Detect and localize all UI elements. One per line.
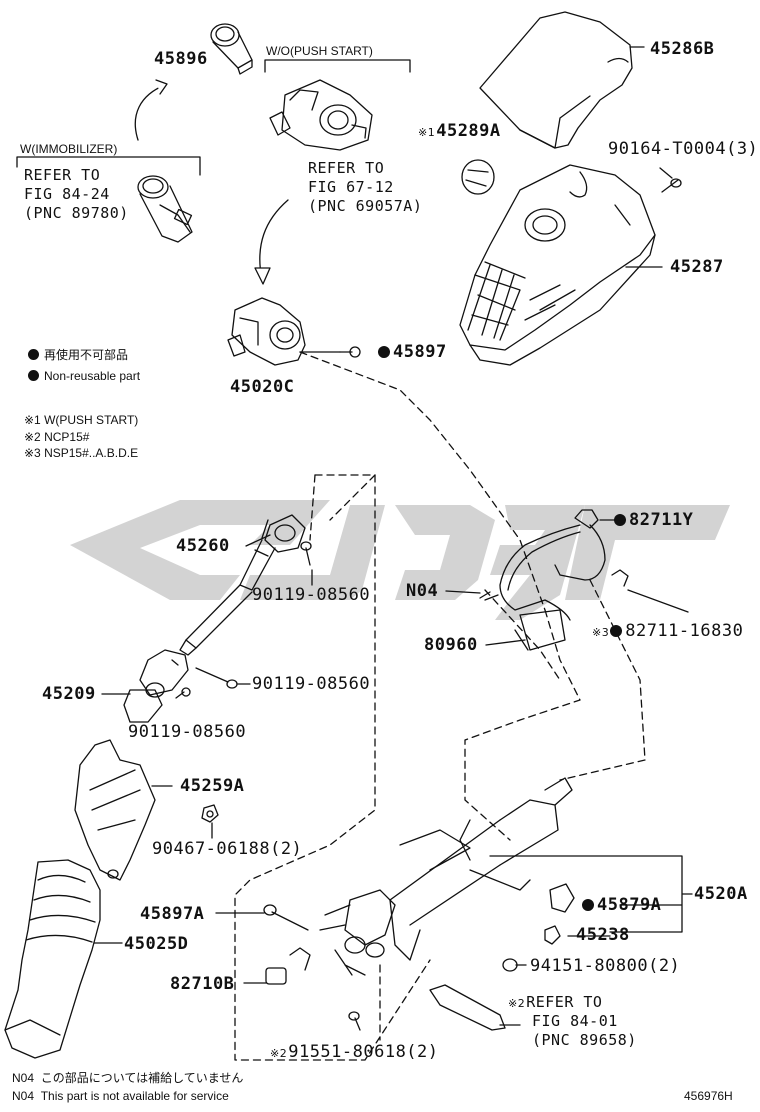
intermediate-shaft-45260 xyxy=(179,514,306,656)
part-label-45897[interactable]: 45897 xyxy=(393,342,447,362)
non-reusable-dot-icon xyxy=(614,514,626,526)
immobilizer-part xyxy=(137,175,193,243)
non-reusable-dot-icon xyxy=(610,625,623,637)
part-label-90119-b[interactable]: 90119-08560 xyxy=(252,674,371,694)
ref-line: REFER TO xyxy=(308,159,385,177)
non-reusable-dot-icon xyxy=(582,899,594,911)
switch-housing-69057A xyxy=(269,79,373,151)
footer-en: This part is not available for service xyxy=(40,1089,229,1103)
clamp-82711Y xyxy=(574,509,599,529)
nut-45238 xyxy=(544,925,561,945)
part-label-80960[interactable]: 80960 xyxy=(424,635,478,655)
nut-90467 xyxy=(201,804,219,823)
nut-94151 xyxy=(502,958,518,972)
bracket-89658 xyxy=(429,984,506,1031)
part-45289A xyxy=(461,159,495,195)
ref-line: (PNC 89658) xyxy=(532,1031,637,1049)
clamp-82711-16830 xyxy=(611,569,689,613)
part-label-45259A[interactable]: 45259A xyxy=(180,776,245,796)
watermark-logo xyxy=(70,500,730,620)
footer-code: N04 xyxy=(12,1071,35,1085)
note-1: ※1 W(PUSH START) xyxy=(24,413,139,427)
note-3: ※3 NSP15#..A.B.D.E xyxy=(24,446,139,460)
part-label-45286B[interactable]: 45286B xyxy=(650,39,715,59)
universal-joint-45209 xyxy=(123,649,189,723)
part-label-45238[interactable]: 45238 xyxy=(576,925,630,945)
note-mark: ※3 xyxy=(592,626,610,639)
nut-45879A xyxy=(549,883,575,913)
part-label-45020C[interactable]: 45020C xyxy=(230,377,295,397)
note-2: ※2 NCP15# xyxy=(24,430,90,444)
lower-cover-45287 xyxy=(459,164,656,366)
lock-housing-45020C xyxy=(227,297,306,366)
upper-cover-45286B xyxy=(479,11,633,149)
ref-line: FIG 67-12 xyxy=(308,178,394,196)
footer-jp: この部品については補給していません xyxy=(40,1071,244,1085)
part-label-82711Y[interactable]: 82711Y xyxy=(629,510,694,530)
part-label-45879A[interactable]: 45879A xyxy=(597,895,662,915)
figure-id: 456976H xyxy=(684,1089,733,1103)
ref-line: (PNC 89780) xyxy=(24,204,129,222)
part-label-82710B[interactable]: 82710B xyxy=(170,974,235,994)
ref-line: REFER TO xyxy=(24,166,101,184)
screw-90164 xyxy=(661,178,682,193)
legend-jp: 再使用不可部品 xyxy=(44,348,129,362)
non-reusable-dot-icon xyxy=(28,349,39,360)
bracket-label-push-start: W/O(PUSH START) xyxy=(266,44,373,58)
bolt-90119-c xyxy=(175,687,191,699)
part-label-45260[interactable]: 45260 xyxy=(176,536,230,556)
bracket-immobilizer xyxy=(16,156,201,176)
non-reusable-dot-icon xyxy=(378,346,390,358)
dashed-guides xyxy=(234,351,646,1061)
part-label-90119-a[interactable]: 90119-08560 xyxy=(252,585,371,605)
bolt-90119-a xyxy=(300,541,312,566)
part-label-4520A[interactable]: 4520A xyxy=(694,884,748,904)
column-hole-cover-45259A xyxy=(74,739,156,881)
non-reusable-dot-icon xyxy=(28,370,39,381)
legend-en: Non-reusable part xyxy=(44,369,141,383)
part-label-91551[interactable]: 91551-80618(2) xyxy=(288,1042,439,1062)
part-label-45289A[interactable]: 45289A xyxy=(436,121,501,141)
footer-code: N04 xyxy=(12,1089,35,1103)
ref-line: FIG 84-01 xyxy=(532,1012,618,1030)
note-mark: ※2 xyxy=(508,997,526,1010)
screw-45897 xyxy=(339,346,361,358)
column-boot-45025D xyxy=(4,859,101,1059)
part-label-90164[interactable]: 90164-T0004(3) xyxy=(608,139,759,159)
part-label-45209[interactable]: 45209 xyxy=(42,684,96,704)
key-cylinder-45896 xyxy=(210,23,253,75)
group-bracket-4520A xyxy=(489,855,693,933)
part-label-45896[interactable]: 45896 xyxy=(154,49,208,69)
part-label-45287[interactable]: 45287 xyxy=(670,257,724,277)
part-label-45897A[interactable]: 45897A xyxy=(140,904,205,924)
part-label-45025D[interactable]: 45025D xyxy=(124,934,189,954)
part-label-N04[interactable]: N04 xyxy=(406,581,439,601)
ref-line: REFER TO xyxy=(526,993,603,1011)
bracket-label-immobilizer: W(IMMOBILIZER) xyxy=(20,142,118,156)
ref-line: FIG 84-24 xyxy=(24,185,110,203)
part-label-90119-c[interactable]: 90119-08560 xyxy=(128,722,247,742)
cover-grille xyxy=(467,261,576,341)
clamp-82710B xyxy=(265,947,311,985)
bolt-91551 xyxy=(348,1011,361,1031)
steering-column-4520A xyxy=(319,777,573,976)
ref-line: (PNC 69057A) xyxy=(308,197,423,215)
part-label-94151[interactable]: 94151-80800(2) xyxy=(530,956,681,976)
part-label-82711-16830[interactable]: 82711-16830 xyxy=(625,621,744,641)
bolt-90119-b xyxy=(195,667,238,689)
bracket-push-start xyxy=(264,59,411,73)
part-label-90467[interactable]: 90467-06188(2) xyxy=(152,839,303,859)
note-mark: ※1 xyxy=(418,126,436,139)
bolt-45897A xyxy=(263,904,309,931)
note-mark: ※2 xyxy=(270,1047,288,1060)
